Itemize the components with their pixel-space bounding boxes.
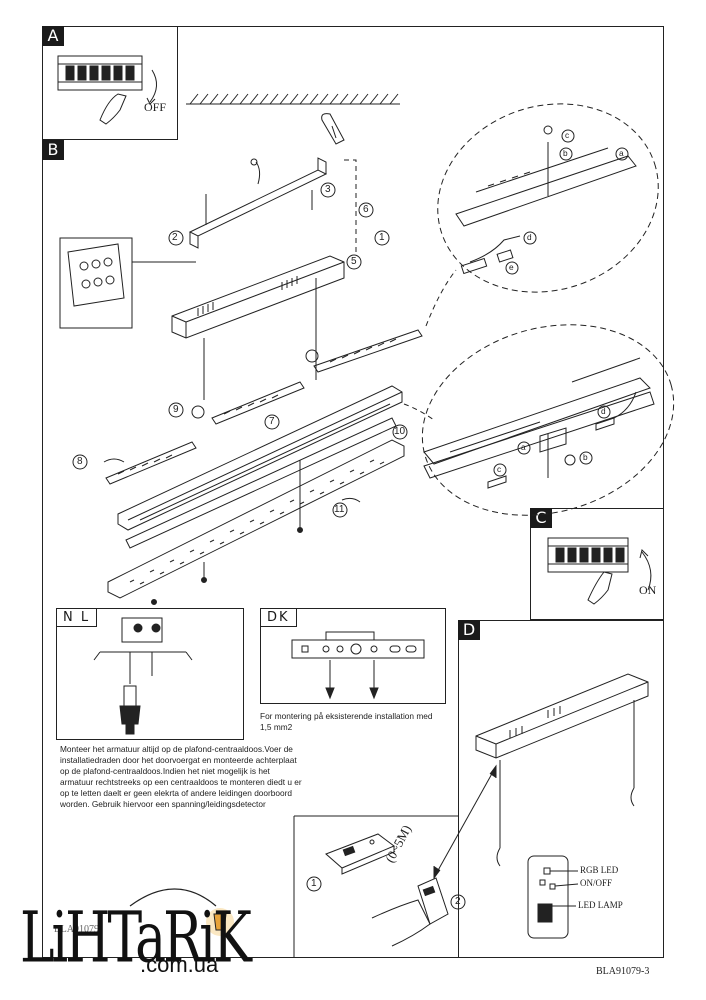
remote-step-1: 1 <box>311 878 317 889</box>
diffuser-panel <box>107 439 405 599</box>
led-strip-upper-right <box>313 329 423 373</box>
step-2: 2 <box>172 232 178 243</box>
dk-box <box>260 608 446 704</box>
remote-in-hand-icon <box>371 877 449 947</box>
footer-code-right: BLA91079-3 <box>596 966 650 977</box>
panel-b-tag: B <box>42 140 64 160</box>
nl-box <box>56 608 244 740</box>
step-11: 11 <box>334 504 345 515</box>
junction-box-detail <box>59 237 196 329</box>
panel-a <box>42 26 178 140</box>
step-7: 7 <box>269 416 275 427</box>
sub-a-right: a <box>521 442 526 452</box>
rgb-led-button-label: RGB LED <box>580 865 619 875</box>
logo-domain: .com.ua <box>140 952 219 977</box>
sub-c-right: c <box>497 464 502 474</box>
logo-brand: LiHTaRiK <box>20 898 252 979</box>
led-strip-middle <box>211 381 305 425</box>
remote-step-2: 2 <box>455 896 461 907</box>
panel-d-tag: D <box>458 620 480 640</box>
step-9: 9 <box>173 404 179 415</box>
breaker-on-icon <box>547 537 652 605</box>
sub-b-right: b <box>583 452 588 462</box>
step-10: 10 <box>394 426 406 437</box>
detail-ellipse-right <box>421 324 675 516</box>
step-5: 5 <box>351 256 357 267</box>
logo-lamp-icon <box>129 888 234 936</box>
remote-area-outline <box>293 815 458 958</box>
step-1: 1 <box>379 232 385 243</box>
dk-description: For montering på eksisterende installati… <box>260 711 433 732</box>
footer-code-left: BLA91079 <box>54 924 99 935</box>
ceiling-hatch <box>186 93 400 105</box>
sub-d-right: d <box>601 406 606 416</box>
dk-label: DK <box>261 609 297 627</box>
sub-c-top: c <box>565 130 570 140</box>
panel-a-tag: A <box>42 26 64 46</box>
pendant-lamp-drawing <box>475 673 649 867</box>
detail-ellipse-top-content <box>455 125 637 275</box>
panel-c-tag: C <box>530 508 552 528</box>
canopy-housing <box>171 255 345 400</box>
nl-description: Monteer het armatuur altijd op de plafon… <box>60 744 302 809</box>
page-frame <box>42 26 664 958</box>
nl-label: N L <box>57 609 98 627</box>
dk-mounting-plate <box>291 631 425 700</box>
breaker-off-icon <box>57 55 157 125</box>
sub-b-top: b <box>563 148 568 158</box>
remote-holder-icon <box>325 833 395 875</box>
detail-ellipse-top <box>437 103 659 293</box>
panel-d <box>458 620 664 958</box>
step-8: 8 <box>77 456 83 467</box>
led-lamp-button-label: LED LAMP <box>578 900 623 910</box>
leader-lines <box>344 159 457 421</box>
screws <box>103 349 361 605</box>
mounting-bracket <box>188 113 345 249</box>
sub-d-top: d <box>527 232 532 242</box>
sub-a-top: a <box>619 148 624 158</box>
remote-control-icon <box>527 855 579 939</box>
distance-arrow <box>433 764 497 880</box>
sub-e-top: e <box>509 262 514 272</box>
step-markers <box>72 129 629 910</box>
detail-ellipse-right-content <box>423 357 655 489</box>
nl-mounting-drawing <box>93 617 193 735</box>
led-strip-left <box>105 441 197 485</box>
step-3: 3 <box>325 184 331 195</box>
step-6: 6 <box>363 204 369 215</box>
panel-c-on-label: ON <box>639 583 657 597</box>
on-off-button-label: ON/OFF <box>580 878 613 888</box>
panel-c <box>530 508 664 620</box>
